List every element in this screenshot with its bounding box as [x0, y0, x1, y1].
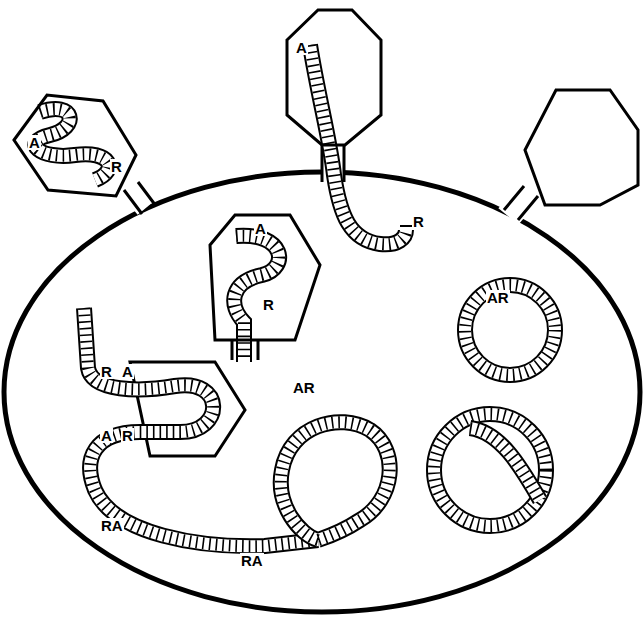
gene-label: R [121, 428, 134, 443]
gene-label: RA [240, 553, 264, 568]
gene-label: R [412, 214, 425, 229]
gene-label: R [262, 297, 275, 312]
gene-label: R [100, 364, 113, 379]
gene-label: A [254, 221, 267, 236]
phage-head: AR [14, 95, 137, 197]
gene-label: RA [100, 518, 124, 533]
gene-label: R [110, 159, 123, 174]
gene-label: A [100, 428, 113, 443]
gene-label: A [295, 40, 308, 55]
gene-label: AR [292, 380, 316, 395]
gene-label: A [28, 135, 41, 150]
phage-head: AR [210, 215, 320, 340]
gene-label: AR [486, 290, 510, 305]
head-outline [287, 10, 381, 145]
gene-label: A [121, 364, 134, 379]
phage-head: A [287, 10, 381, 145]
